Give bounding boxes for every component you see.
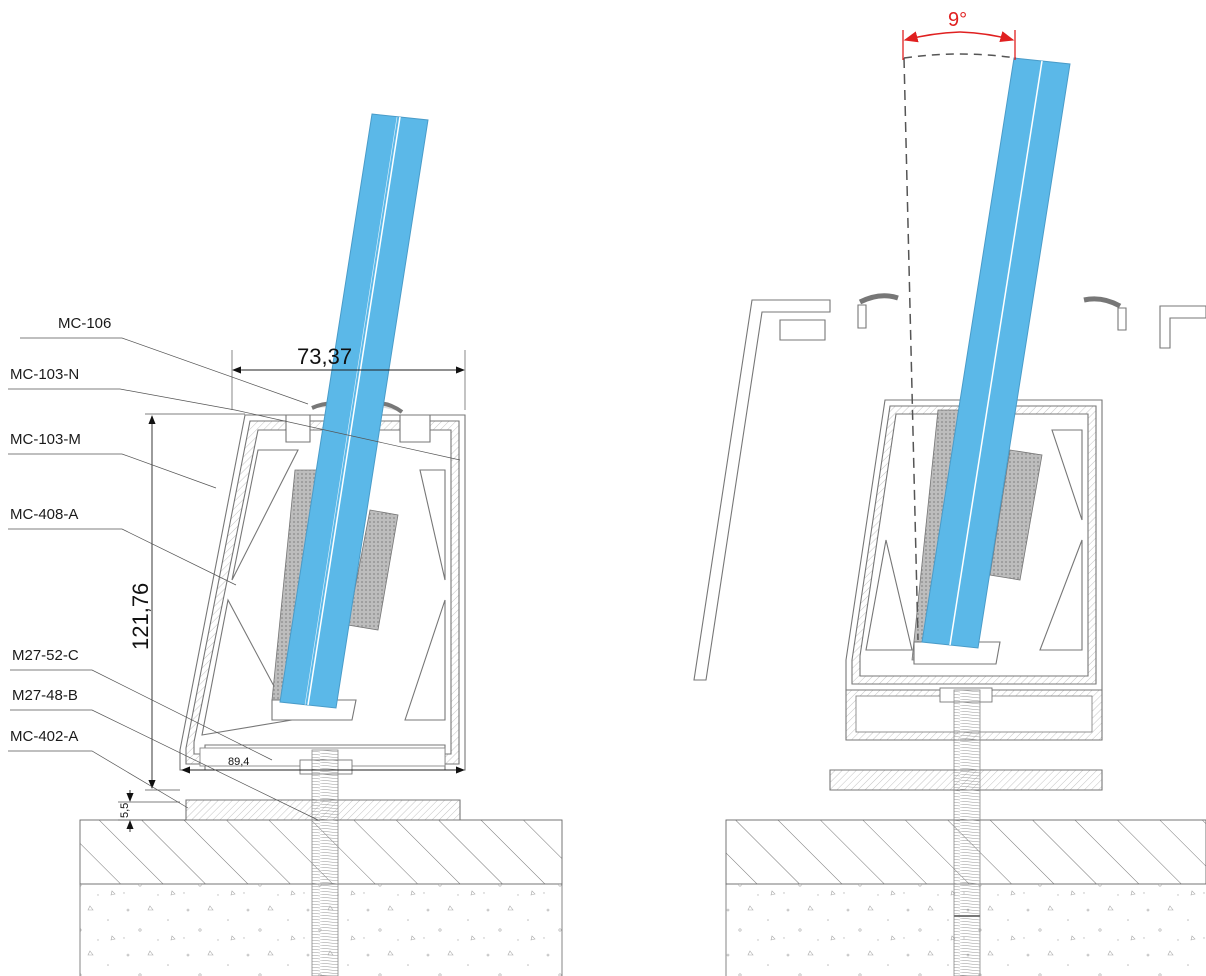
dimension-base-gap-value: 5,5 <box>119 803 131 818</box>
right-assembly: 9° <box>693 9 1206 976</box>
left-assembly: 73,37 121,76 89,4 5,5 MC-106 MC-103-N <box>8 113 563 976</box>
dimension-height-value: 121,76 <box>128 583 153 650</box>
dimension-height: 121,76 <box>128 413 245 791</box>
dimension-base-gap: 5,5 <box>118 790 186 832</box>
glass-panel-right <box>921 57 1071 649</box>
glass-panel-left <box>279 113 429 709</box>
pressure-block-right <box>989 449 1043 581</box>
label-m27-48-b: M27-48-B <box>12 687 78 704</box>
label-mc-103-m: MC-103-M <box>10 431 81 448</box>
angle-dimension: 9° <box>902 9 1016 60</box>
label-mc-402-a: MC-402-A <box>10 728 78 745</box>
callouts: MC-106 MC-103-N MC-103-M MC-408-A M27-52… <box>8 315 461 821</box>
dimension-width-value: 73,37 <box>297 344 352 369</box>
dimension-inner-width: 89,4 <box>181 756 465 774</box>
label-mc-408-a: MC-408-A <box>10 506 78 523</box>
dimension-width: 73,37 <box>231 344 466 410</box>
dimension-inner-width-value: 89,4 <box>228 756 249 768</box>
label-mc-106: MC-106 <box>58 315 111 332</box>
angle-value: 9° <box>948 9 967 31</box>
anchor-bolt-right <box>939 687 993 976</box>
label-mc-103-n: MC-103-N <box>10 366 79 383</box>
angle-reference <box>903 53 1017 641</box>
anchor-bolt-left <box>299 749 353 976</box>
label-m27-52-c: M27-52-C <box>12 647 79 664</box>
cover-cladding-right <box>693 293 1206 681</box>
